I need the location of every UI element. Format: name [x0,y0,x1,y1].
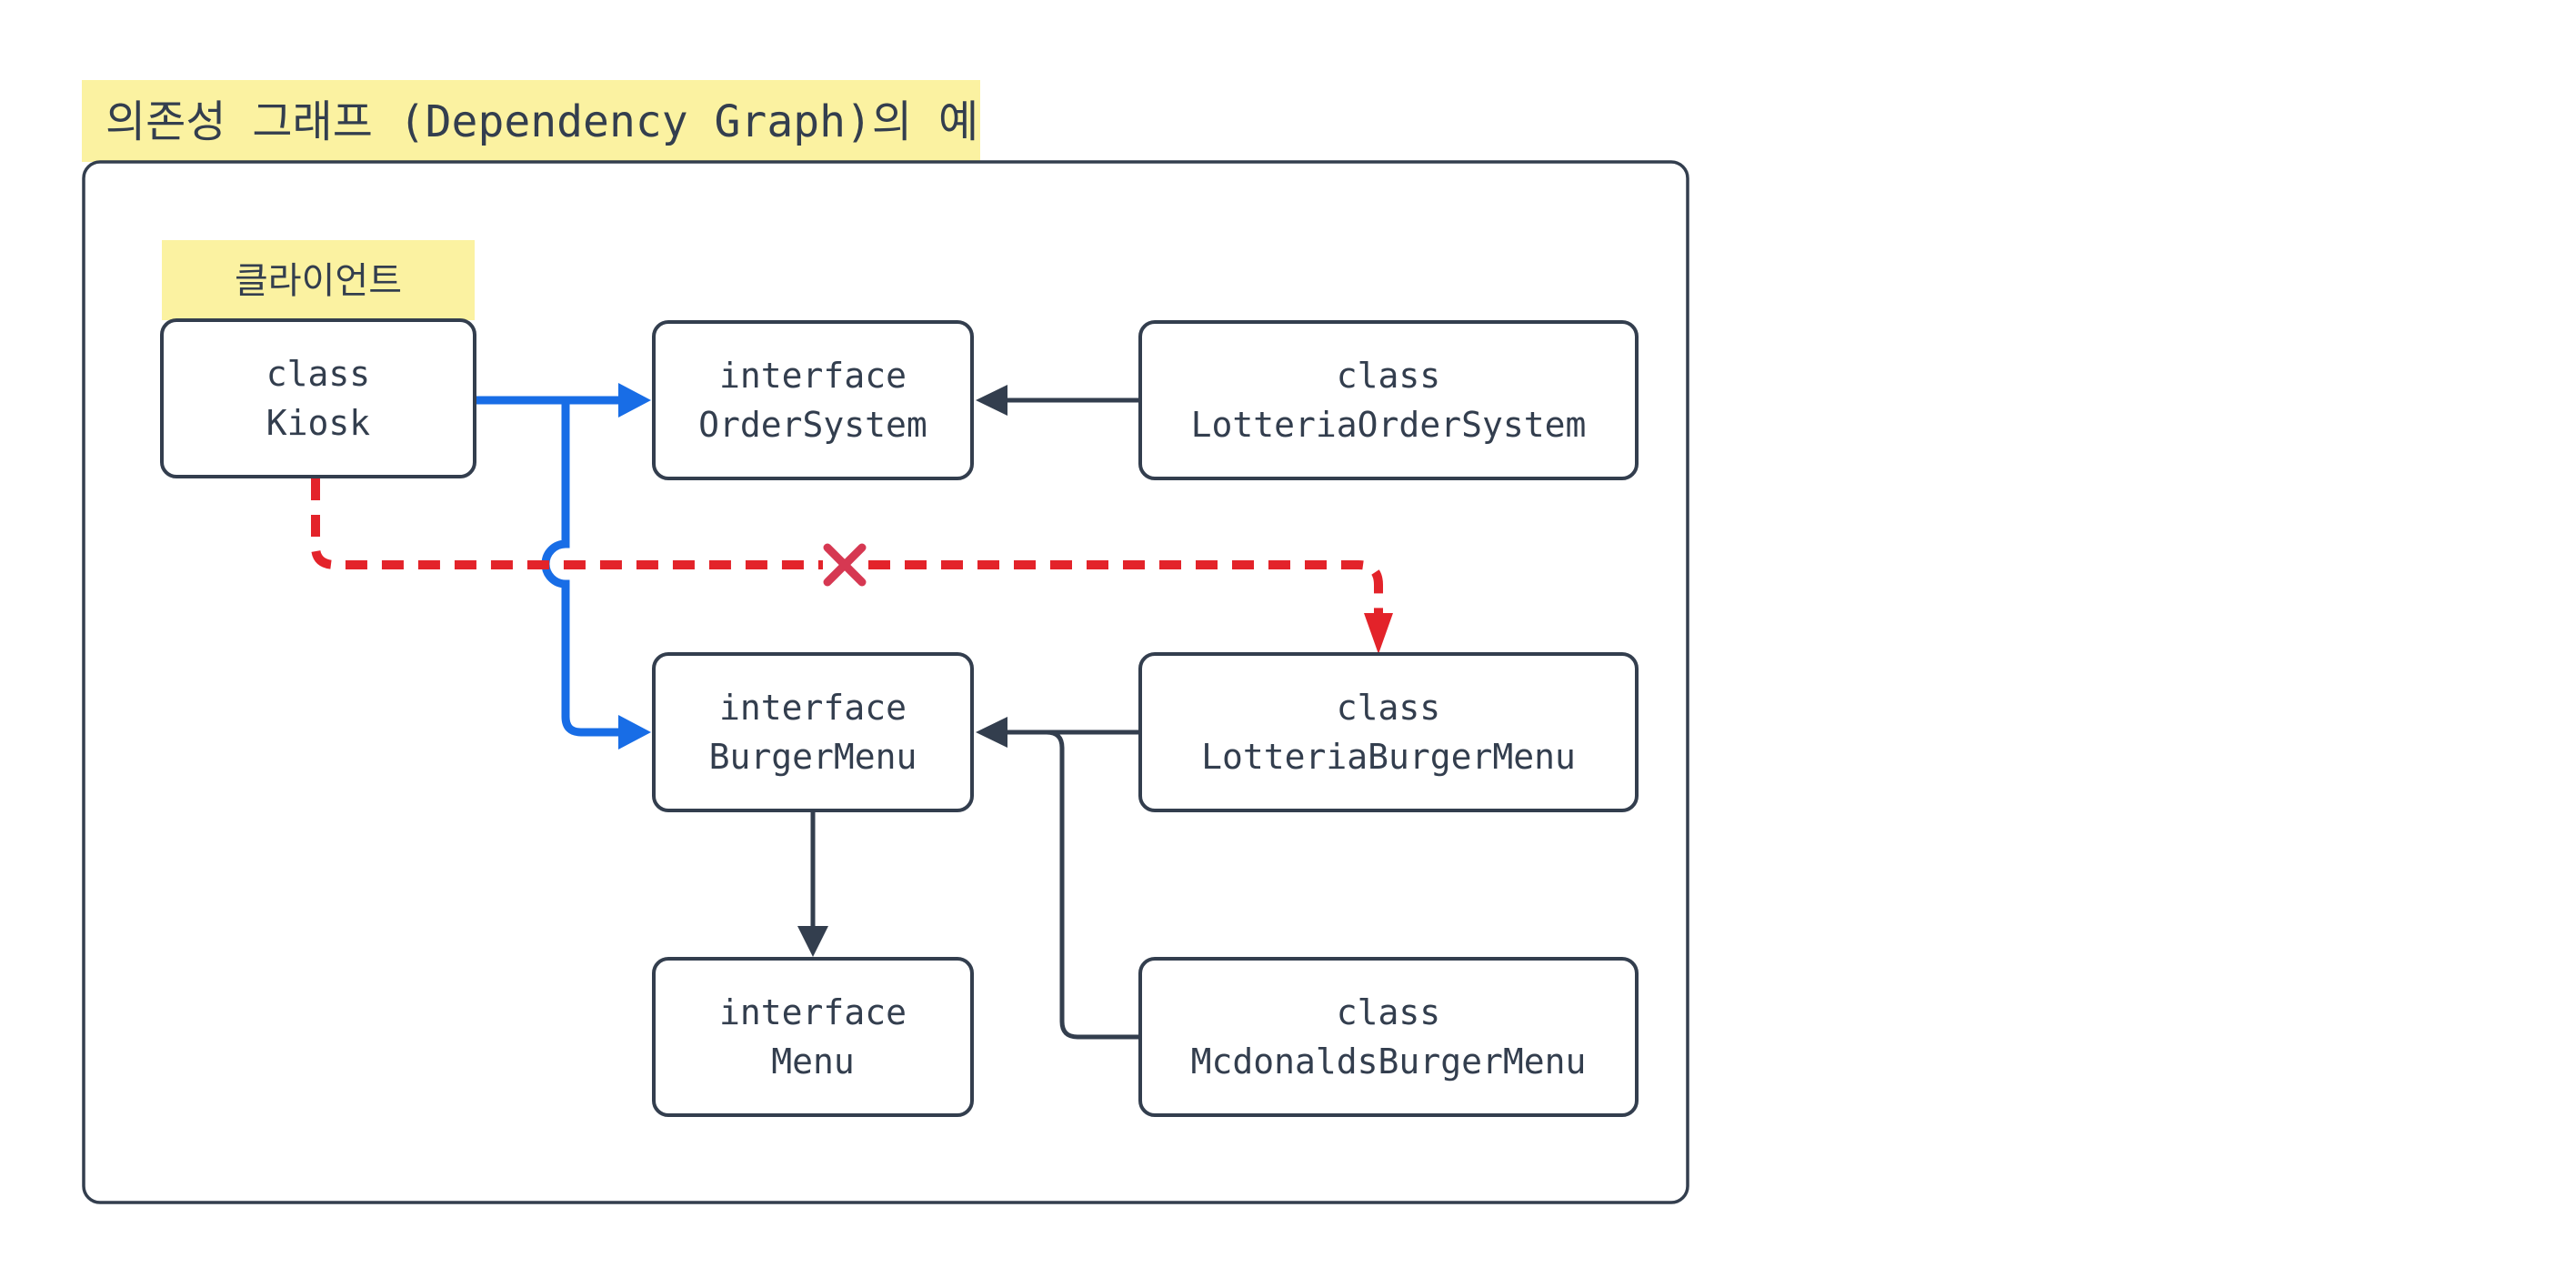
node-lotteriaburgermenu: class LotteriaBurgerMenu [1138,652,1639,812]
node-ordersystem: interface OrderSystem [652,320,974,480]
node-lotteriaordersystem-line1: class [1337,356,1440,396]
arrowhead-blue-right-icon [618,715,651,750]
edge-kiosk-ordersystem [475,383,651,418]
arrowhead-blue-right-icon [618,383,651,418]
arrowhead-dark-down-icon [797,926,828,957]
node-burgermenu: interface BurgerMenu [652,652,974,812]
node-menu-line2: Menu [771,1041,855,1082]
title-highlight [82,80,980,162]
edge-mcdonaldsburgermenu-burgermenu [1006,730,1140,1040]
arrowhead-dark-left-icon [976,385,1007,416]
edge-kiosk-burgermenu [541,400,651,750]
node-menu: interface Menu [652,957,974,1117]
node-lotteriaburgermenu-line1: class [1337,688,1440,728]
node-kiosk-line2: Kiosk [266,403,371,443]
edge-kiosk-lotteriaburgermenu-forbidden [311,478,1393,654]
node-burgermenu-line1: interface [719,688,907,728]
node-kiosk: class Kiosk [160,318,476,478]
arrowhead-red-down-icon [1364,613,1393,654]
node-ordersystem-line1: interface [719,356,907,396]
node-mcdonaldsburgermenu: class McdonaldsBurgerMenu [1138,957,1639,1117]
node-mcdonaldsburgermenu-line1: class [1337,992,1440,1032]
node-kiosk-line1: class [266,354,370,394]
client-label-highlight [162,240,475,320]
node-burgermenu-line2: BurgerMenu [709,737,917,777]
arrowhead-dark-left-icon [976,717,1007,748]
node-lotteriaordersystem: class LotteriaOrderSystem [1138,320,1639,480]
diagram-container [82,160,1689,1204]
page-title: 의존성 그래프 (Dependency Graph)의 예 [105,96,978,147]
node-menu-line1: interface [719,992,907,1032]
node-lotteriaburgermenu-line2: LotteriaBurgerMenu [1201,737,1576,777]
edge-burgermenu-menu [797,810,828,957]
node-ordersystem-line2: OrderSystem [698,405,927,445]
client-label: 클라이언트 [235,260,402,302]
forbidden-x-icon [823,543,867,587]
edge-lotteriaordersystem-ordersystem [976,385,1140,416]
node-mcdonaldsburgermenu-line2: McdonaldsBurgerMenu [1191,1041,1587,1082]
edge-lotteriaburgermenu-burgermenu [976,717,1140,748]
node-lotteriaordersystem-line2: LotteriaOrderSystem [1191,405,1587,445]
